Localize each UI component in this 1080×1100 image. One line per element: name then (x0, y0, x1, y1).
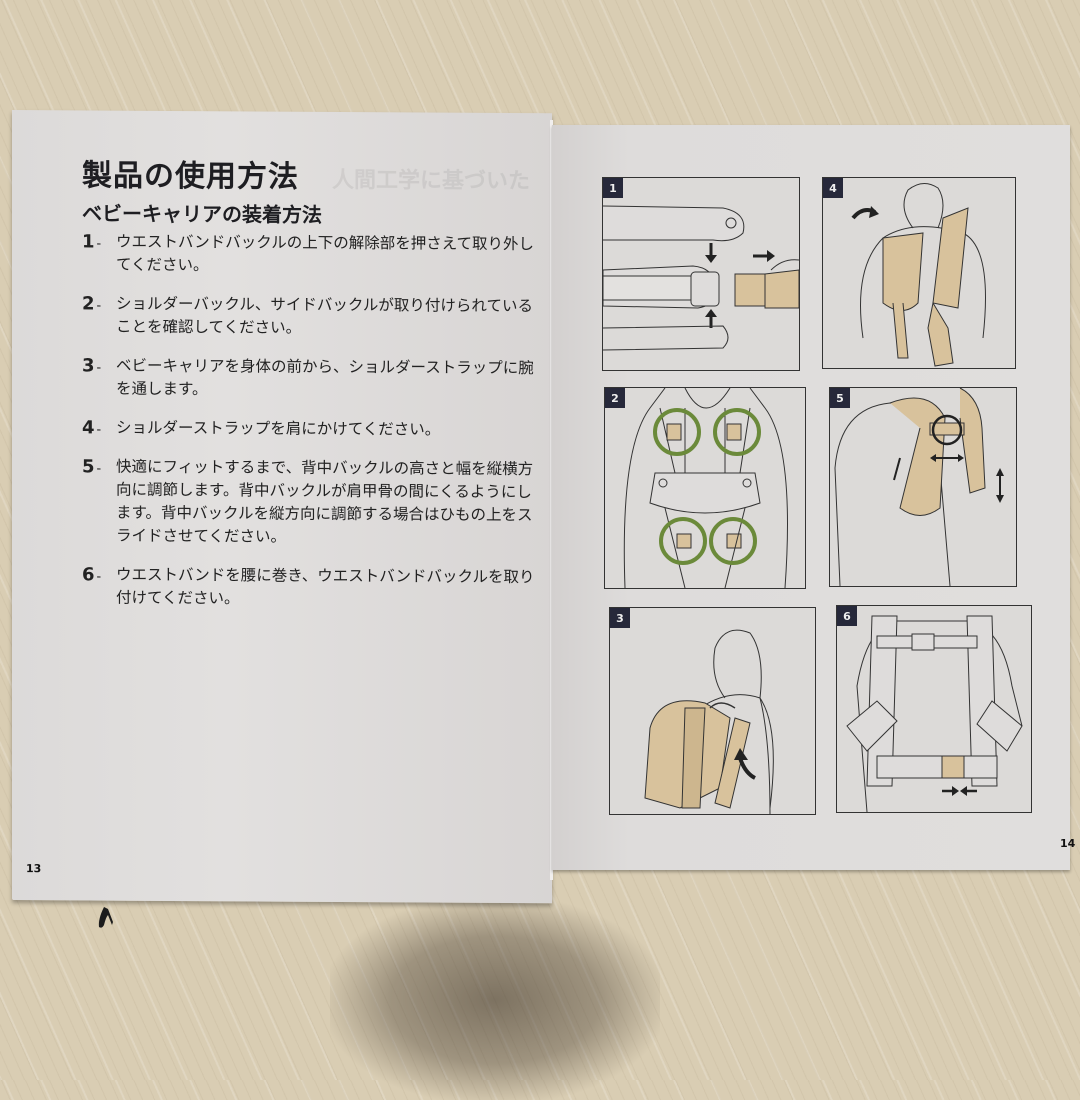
step-item: 3- ベビーキャリアを身体の前から、ショルダーストラップに腕を通します。 (82, 354, 542, 403)
step-text: ウエストバンドを腰に巻き、ウエストバンドバックルを取り付けてください。 (116, 565, 535, 608)
figure-4: 4 (822, 177, 1016, 369)
figure-badge: 3 (610, 608, 630, 628)
figure-2: 2 (604, 387, 806, 589)
step-text: ショルダーストラップを肩にかけてください。 (116, 418, 441, 439)
figure-5: 5 (829, 387, 1017, 587)
step-item: 6- ウエストバンドを腰に巻き、ウエストバンドバックルを取り付けてください。 (82, 563, 542, 612)
page-title: 製品の使用方法 (82, 158, 299, 195)
step-item: 5- 快適にフィットするまで、背中バックルの高さと幅を縦横方向に調節します。背中… (82, 455, 542, 550)
back-buckle-adjust-icon (834, 388, 1004, 586)
section-subtitle: ベビーキャリアの装着方法 (82, 201, 322, 227)
step-number: 1- (82, 231, 102, 253)
step-text: ベビーキャリアを身体の前から、ショルダーストラップに腕を通します。 (116, 356, 534, 399)
show-through-text: 人間工学に基づいた (332, 167, 531, 195)
buckles-check-icon (623, 388, 788, 588)
step-number: 5- (82, 456, 102, 478)
hand-shadow (330, 900, 660, 1100)
steps-list: 1- ウエストバンドバックルの上下の解除部を押さえて取り外してください。 2- … (82, 230, 542, 628)
figure-badge: 2 (605, 388, 625, 408)
step-number: 3- (82, 355, 102, 377)
figure-badge: 1 (603, 178, 623, 198)
figure-3: 3 (609, 607, 816, 815)
arms-through-straps-icon (644, 629, 774, 814)
step-item: 1- ウエストバンドバックルの上下の解除部を押さえて取り外してください。 (82, 230, 542, 279)
step-item: 4- ショルダーストラップを肩にかけてください。 (82, 416, 542, 442)
step-number: 2- (82, 293, 102, 315)
step-number: 6- (82, 564, 102, 586)
left-page: 人間工学に基づいた 製品の使用方法 ベビーキャリアの装着方法 1- ウエストバン… (12, 110, 552, 904)
page-number-right: 14 (1060, 837, 1076, 850)
right-page: 1 4 (552, 125, 1075, 870)
figure-1: 1 (602, 177, 800, 371)
figure-badge: 6 (837, 606, 857, 626)
waist-buckle-release-icon (603, 205, 799, 351)
page-number-left: 13 (26, 862, 42, 876)
figure-6: 6 (836, 605, 1032, 813)
step-text: ウエストバンドバックルの上下の解除部を押さえて取り外してください。 (116, 232, 535, 275)
figure-badge: 5 (830, 388, 850, 408)
step-item: 2- ショルダーバックル、サイドバックルが取り付けられていることを確認してくださ… (82, 292, 542, 341)
dark-mark-icon (98, 907, 113, 928)
step-text: 快適にフィットするまで、背中バックルの高さと幅を縦横方向に調節します。背中バック… (116, 457, 534, 546)
step-number: 4- (82, 417, 102, 439)
figure-badge: 4 (823, 178, 843, 198)
straps-over-shoulders-icon (851, 183, 986, 367)
step-text: ショルダーバックル、サイドバックルが取り付けられていることを確認してください。 (116, 294, 533, 337)
waist-buckle-fasten-icon (846, 615, 1023, 812)
book-gutter (550, 120, 553, 880)
